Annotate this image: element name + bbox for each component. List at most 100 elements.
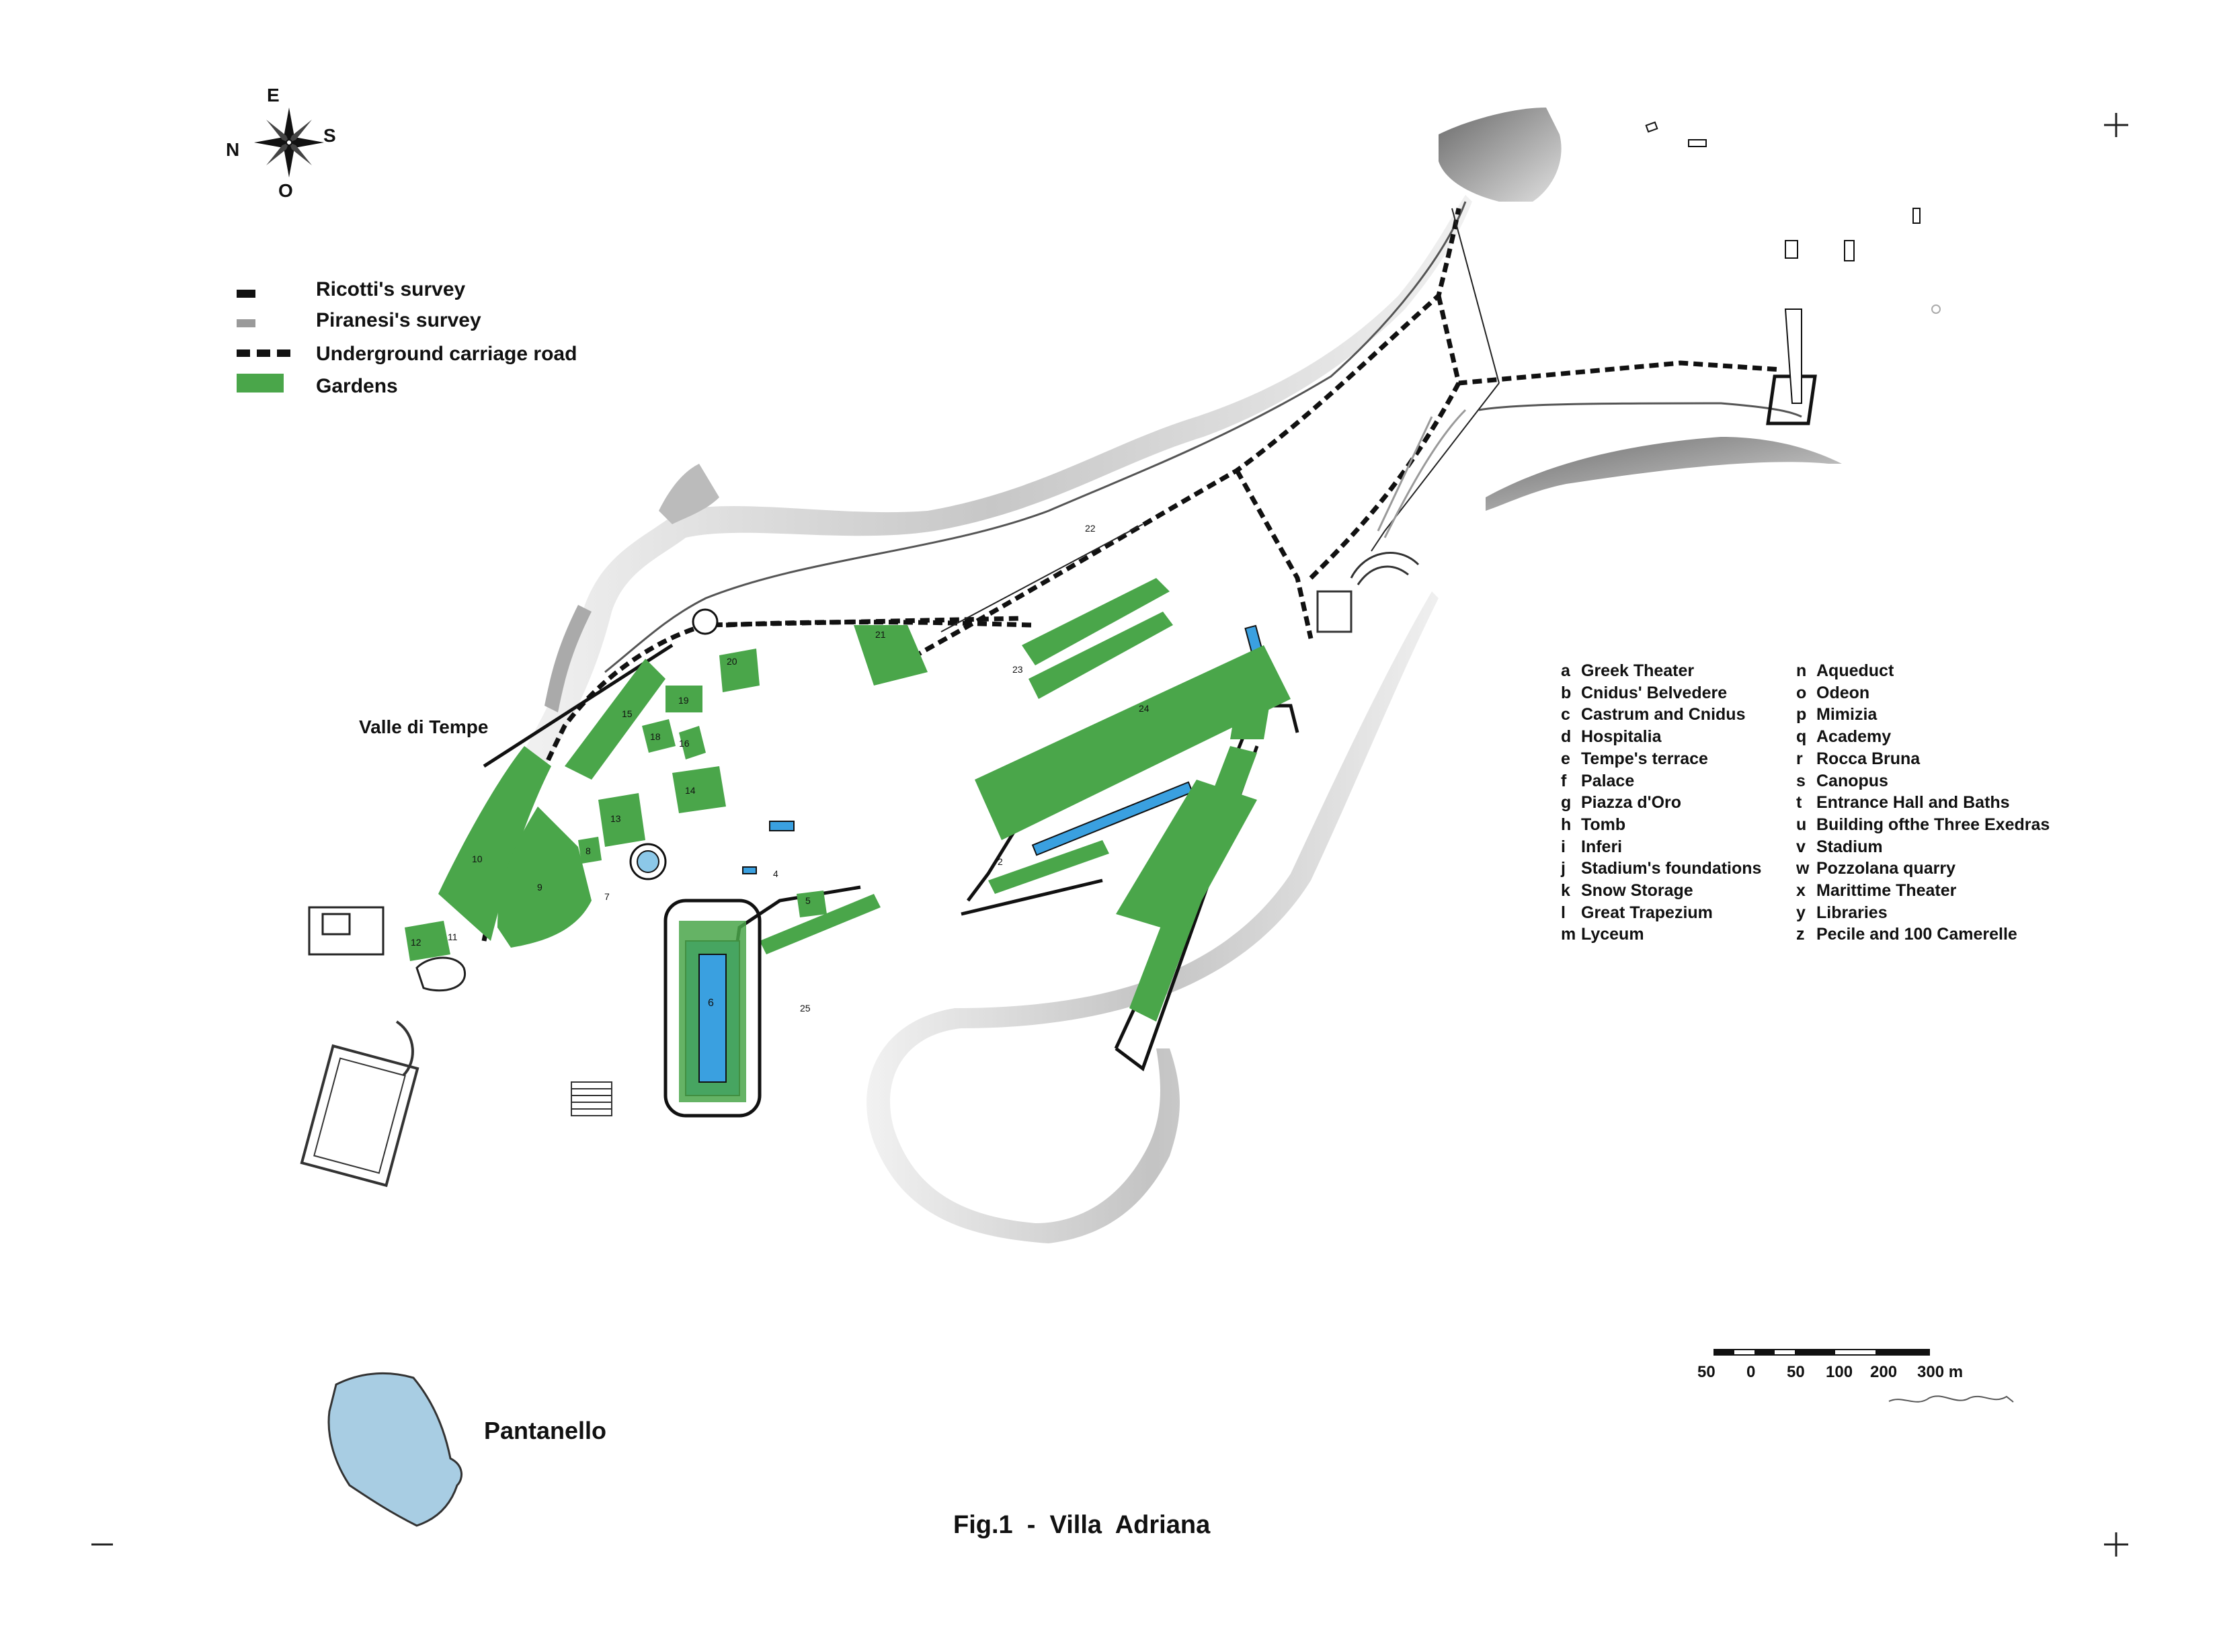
- legend-label-carriage-road: Underground carriage road: [316, 343, 577, 365]
- scale-bar: [1713, 1349, 1930, 1356]
- garden-8: [578, 837, 602, 864]
- legend-swatch-piranesi: [237, 319, 255, 327]
- pecile-pool-center: [698, 954, 727, 1083]
- academy-building: [300, 1020, 419, 1188]
- legend-label-piranesi: Piranesi's survey: [316, 309, 481, 331]
- garden-number: 6: [708, 997, 714, 1009]
- garden-number: 15: [622, 708, 633, 719]
- garden-number: 2: [998, 856, 1003, 867]
- garden-number: 14: [685, 785, 696, 796]
- garden-number: 13: [610, 813, 621, 824]
- garden-18: [642, 719, 676, 753]
- north-ridge-upper: [659, 464, 719, 524]
- scale-label: 0: [1746, 1363, 1756, 1381]
- scale-label: 200: [1870, 1363, 1898, 1381]
- garden-23b: [1028, 612, 1173, 699]
- outbuildings: [1645, 121, 1941, 404]
- garden-number: 20: [727, 656, 737, 667]
- legend-label-gardens: Gardens: [316, 375, 398, 397]
- west-building-block: [308, 906, 467, 992]
- figure-caption: Fig.1 - Villa Adriana: [953, 1511, 1211, 1539]
- registration-marks: [91, 113, 2128, 1557]
- legend-swatches: [237, 290, 290, 393]
- garden-number: 24: [1139, 703, 1149, 714]
- garden-9: [497, 807, 592, 948]
- scale-label: 100: [1826, 1363, 1853, 1381]
- compass-rose-icon: [254, 108, 324, 177]
- pantanello-pond: [327, 1372, 463, 1527]
- garden-number: 23: [1012, 664, 1023, 675]
- legend-label-ricotti: Ricotti's survey: [316, 278, 466, 300]
- scale-label: 50: [1787, 1363, 1805, 1381]
- west-ridge: [544, 605, 592, 712]
- secondary-paths: [940, 208, 1500, 632]
- site-outline: [604, 201, 1802, 673]
- legend-swatch-carriage-road: [237, 349, 290, 357]
- pantanello-label: Pantanello: [484, 1417, 607, 1444]
- garden-15: [565, 659, 665, 780]
- garden-number: 25: [800, 1003, 811, 1014]
- compass-west-label: O: [278, 180, 293, 201]
- garden-number: 16: [679, 738, 690, 749]
- stadium-channel: [1031, 781, 1194, 856]
- garden-25: [760, 894, 881, 954]
- garden-19: [665, 686, 702, 712]
- greek-theater: [1316, 552, 1420, 633]
- compass-north-label: N: [226, 139, 240, 160]
- east-ridge: [1486, 437, 1842, 511]
- garden-5: [797, 891, 827, 917]
- gardens: [405, 578, 1291, 1102]
- author-signature: [1888, 1395, 2014, 1403]
- garden-21: [854, 625, 928, 686]
- garden-number: 5: [805, 895, 811, 906]
- garden-number: 7: [604, 891, 610, 902]
- garden-number: 22: [1085, 523, 1096, 534]
- garden-number: 11: [448, 932, 458, 942]
- legend-swatch-gardens: [237, 374, 284, 393]
- garden-13: [598, 793, 645, 847]
- scale-label: 300 m: [1917, 1363, 1964, 1381]
- garden-stadium-2: [1116, 780, 1257, 934]
- garden-number: 4: [773, 868, 778, 879]
- garden-stadium-3: [1230, 699, 1270, 739]
- compass-east-label: E: [267, 85, 280, 106]
- valle-di-tempe-label: Valle di Tempe: [359, 716, 489, 737]
- terrain: [511, 108, 1842, 1243]
- garden-10: [438, 746, 551, 941]
- quarry-hill: [1439, 108, 1562, 202]
- garden-24: [975, 645, 1291, 840]
- garden-number: 12: [411, 937, 421, 948]
- small-pool-3: [742, 866, 757, 874]
- scale-label: 50: [1697, 1363, 1716, 1381]
- garden-number: 8: [586, 845, 591, 856]
- garden-number: 19: [678, 695, 689, 706]
- garden-16: [679, 726, 706, 759]
- garden-number: 18: [650, 731, 661, 742]
- garden-number: 10: [472, 854, 483, 864]
- garden-14: [672, 766, 726, 813]
- marittime-theater: [629, 608, 719, 880]
- garden-number: 9: [537, 882, 542, 893]
